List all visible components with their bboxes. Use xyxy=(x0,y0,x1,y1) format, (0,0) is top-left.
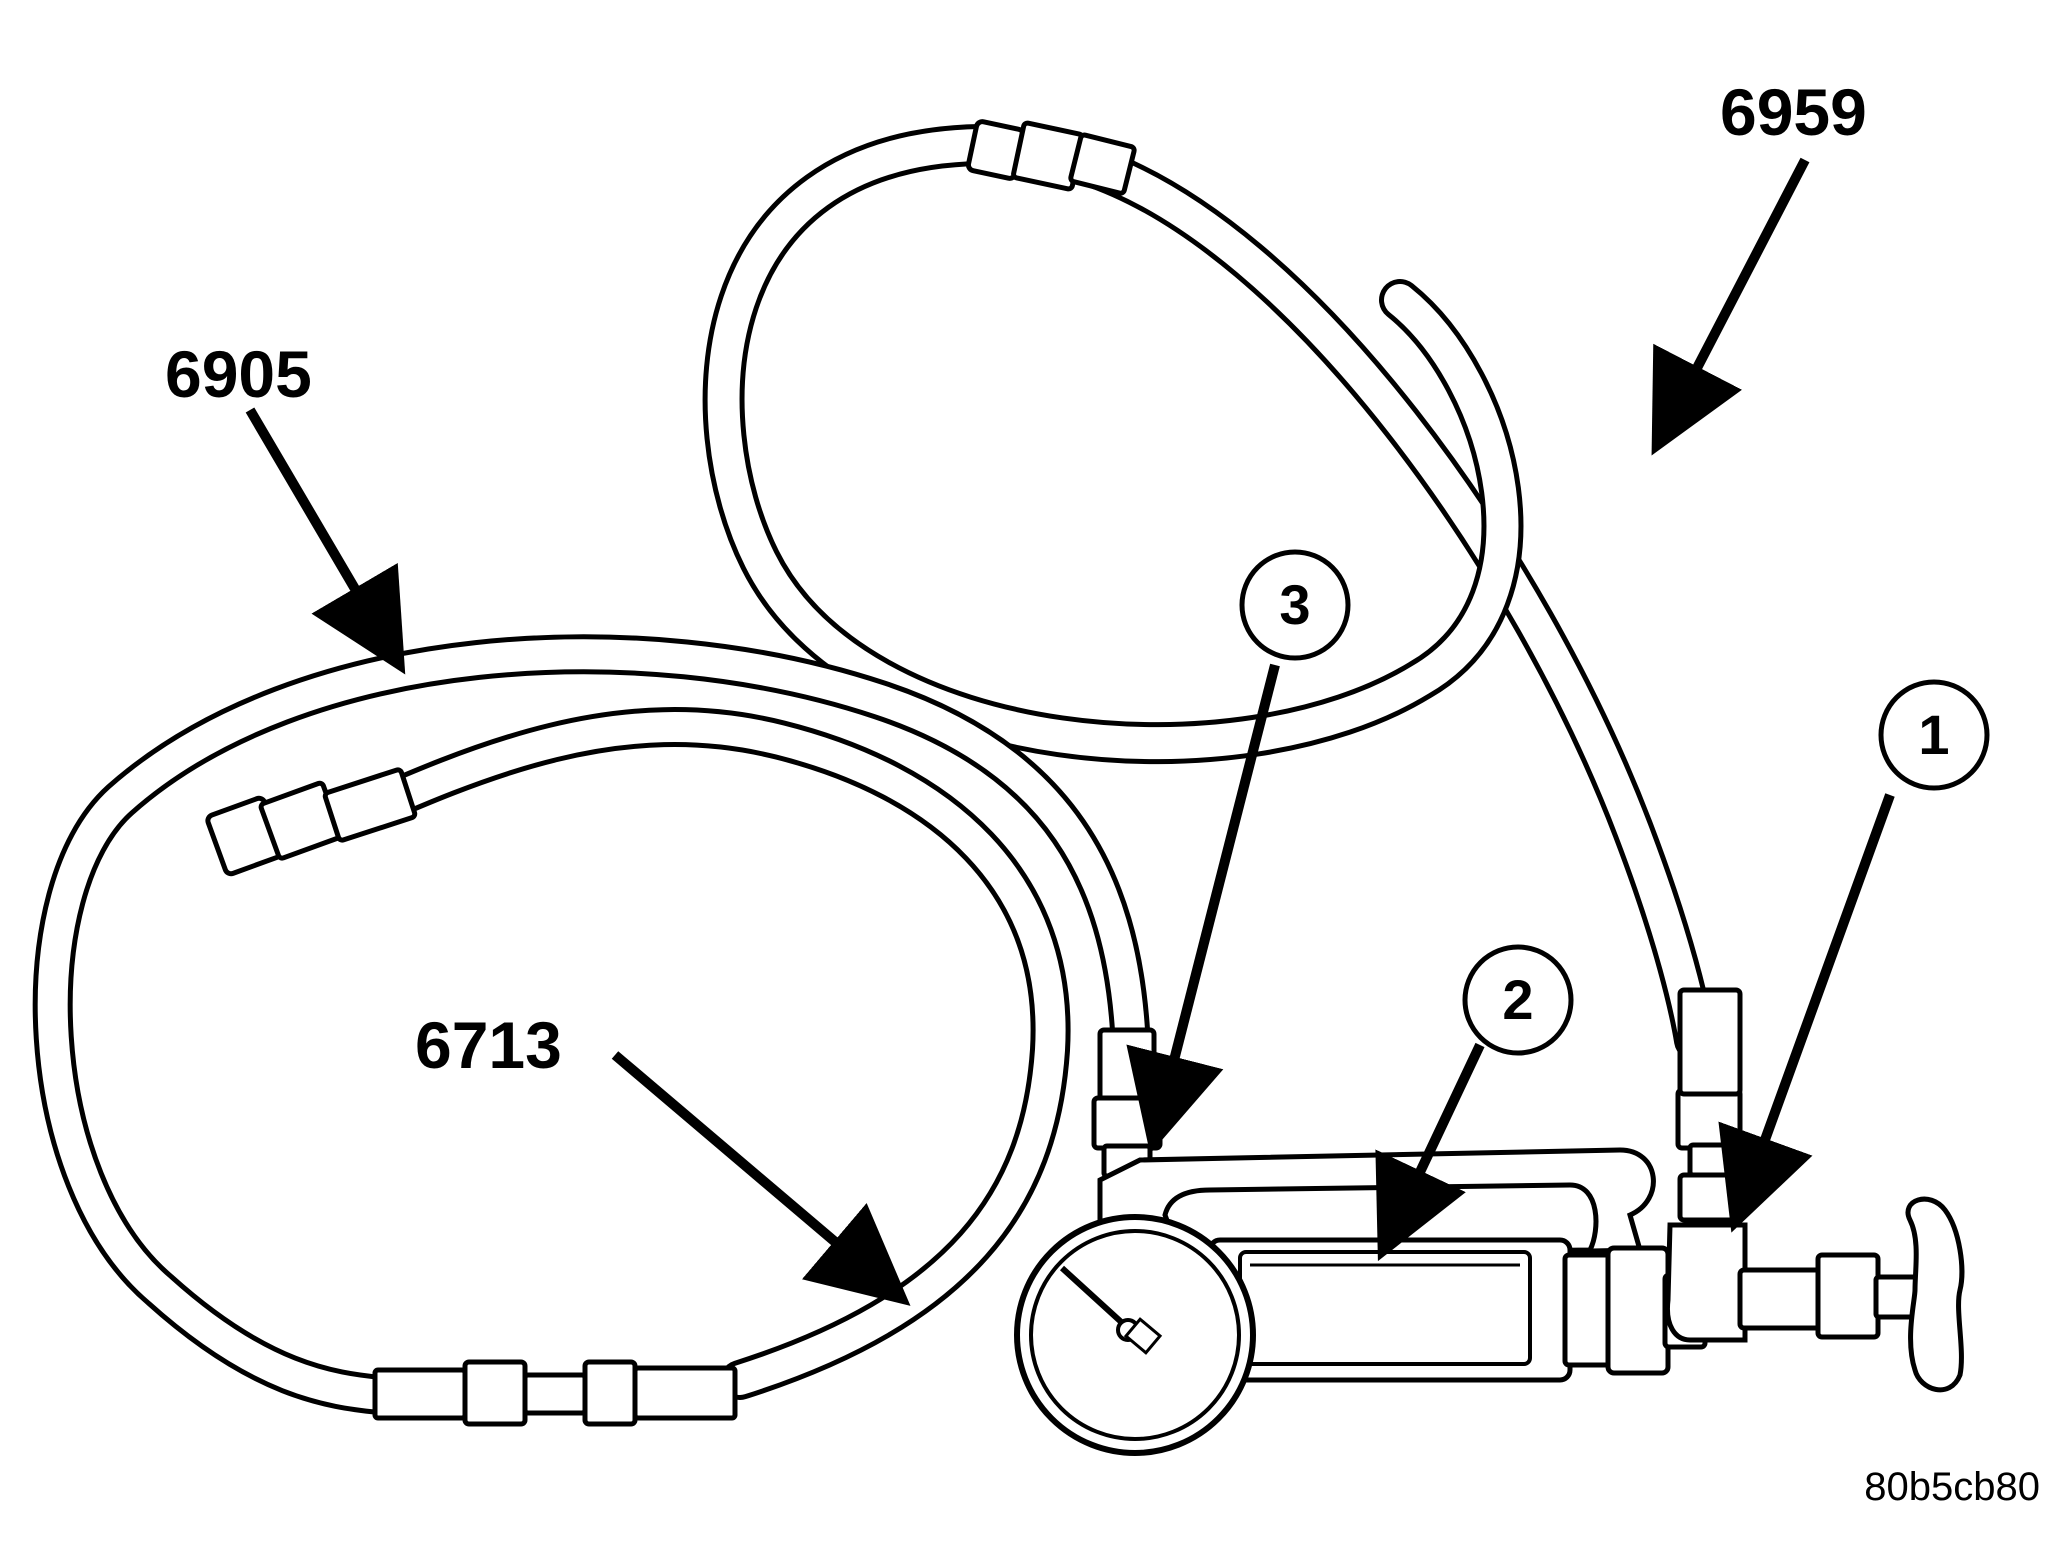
callout-1-number: 1 xyxy=(1918,703,1949,766)
arrow-callout-1 xyxy=(1718,793,1895,1233)
callout-1: 1 xyxy=(1878,679,1990,791)
arrow-6905 xyxy=(245,407,406,675)
label-6713: 6713 xyxy=(415,1008,562,1082)
tester-assembly xyxy=(1014,987,1965,1456)
hose-6905-end-fitting xyxy=(205,767,418,877)
label-6959: 6959 xyxy=(1720,75,1867,149)
callout-3-number: 3 xyxy=(1279,573,1310,636)
arrow-6959 xyxy=(1651,157,1810,456)
leader-arrows xyxy=(245,157,1895,1306)
hose-6959-end-fitting xyxy=(965,119,1137,196)
callout-2: 2 xyxy=(1462,944,1574,1056)
arrow-6713 xyxy=(611,1051,911,1306)
hose-6905-body-fitting xyxy=(1091,1027,1163,1179)
hose-6713-coupling xyxy=(372,1359,738,1427)
hose-6959 xyxy=(702,124,1716,1061)
label-6905: 6905 xyxy=(165,337,312,411)
hose-6905 xyxy=(32,634,1150,1415)
arrow-callout-2 xyxy=(1375,1042,1485,1262)
callout-3: 3 xyxy=(1239,549,1351,661)
callout-2-number: 2 xyxy=(1502,968,1533,1031)
arrow-callout-3 xyxy=(1126,663,1280,1154)
figure-id: 80b5cb80 xyxy=(1864,1465,2040,1509)
